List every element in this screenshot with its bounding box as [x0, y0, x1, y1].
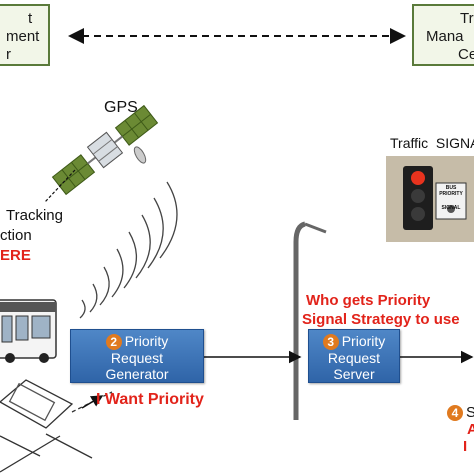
road-direction-arrow [81, 395, 104, 409]
sign-line-1: BUS [445, 185, 457, 191]
signal-pole [293, 221, 327, 420]
sign-line-3: SIGNAL [441, 205, 461, 211]
left-center-line-2: ment [6, 28, 40, 45]
right-center-line-2: Mana [426, 28, 464, 45]
right-center-line-3: Ce [458, 46, 474, 63]
tracking-line-2: ction [0, 227, 32, 244]
step-2-badge: 2 [105, 334, 122, 351]
right-management-center-box: Tr Mana Ce [412, 4, 474, 66]
step-4-line-1: S [466, 404, 474, 421]
step-4-badge: 4 [447, 405, 463, 422]
gps-satellite-icon [51, 104, 159, 196]
left-management-center-box: t ment r [0, 4, 50, 66]
gps-tracking-arrow [44, 169, 76, 203]
left-center-line-1: t [28, 10, 33, 27]
who-gets-priority-line-2: Signal Strategy to use [302, 311, 460, 328]
generator-line-3: Generator [105, 366, 169, 383]
bus-priority-sign: BUS PRIORITY SIGNAL [436, 185, 466, 211]
generator-line-2: Request [110, 350, 164, 367]
server-label-1: Priority [341, 333, 386, 349]
traffic-signal-icon [386, 156, 474, 242]
who-gets-priority-line-1: Who gets Priority [306, 292, 431, 309]
right-center-line-1: Tr [460, 10, 474, 27]
server-line-3: Server [333, 366, 375, 383]
gps-label: GPS [104, 99, 138, 116]
generator-label-1: Priority [124, 333, 169, 349]
step-4-line-2: A [467, 421, 474, 439]
server-line-2: Request [327, 350, 381, 367]
tracking-line-1: Tracking [6, 207, 63, 224]
left-center-line-3: r [6, 46, 11, 63]
wireless-signal-icon [79, 181, 178, 319]
step-4-line-3: I [463, 438, 468, 456]
tracking-line-3: ERE [0, 247, 31, 264]
i-want-priority-label: I Want Priority [96, 391, 204, 408]
step-3-badge: 3 [322, 334, 339, 351]
sign-line-2: PRIORITY [439, 191, 463, 197]
bus-icon [0, 299, 57, 363]
traffic-signal-label: Traffic SIGNA [390, 135, 474, 151]
